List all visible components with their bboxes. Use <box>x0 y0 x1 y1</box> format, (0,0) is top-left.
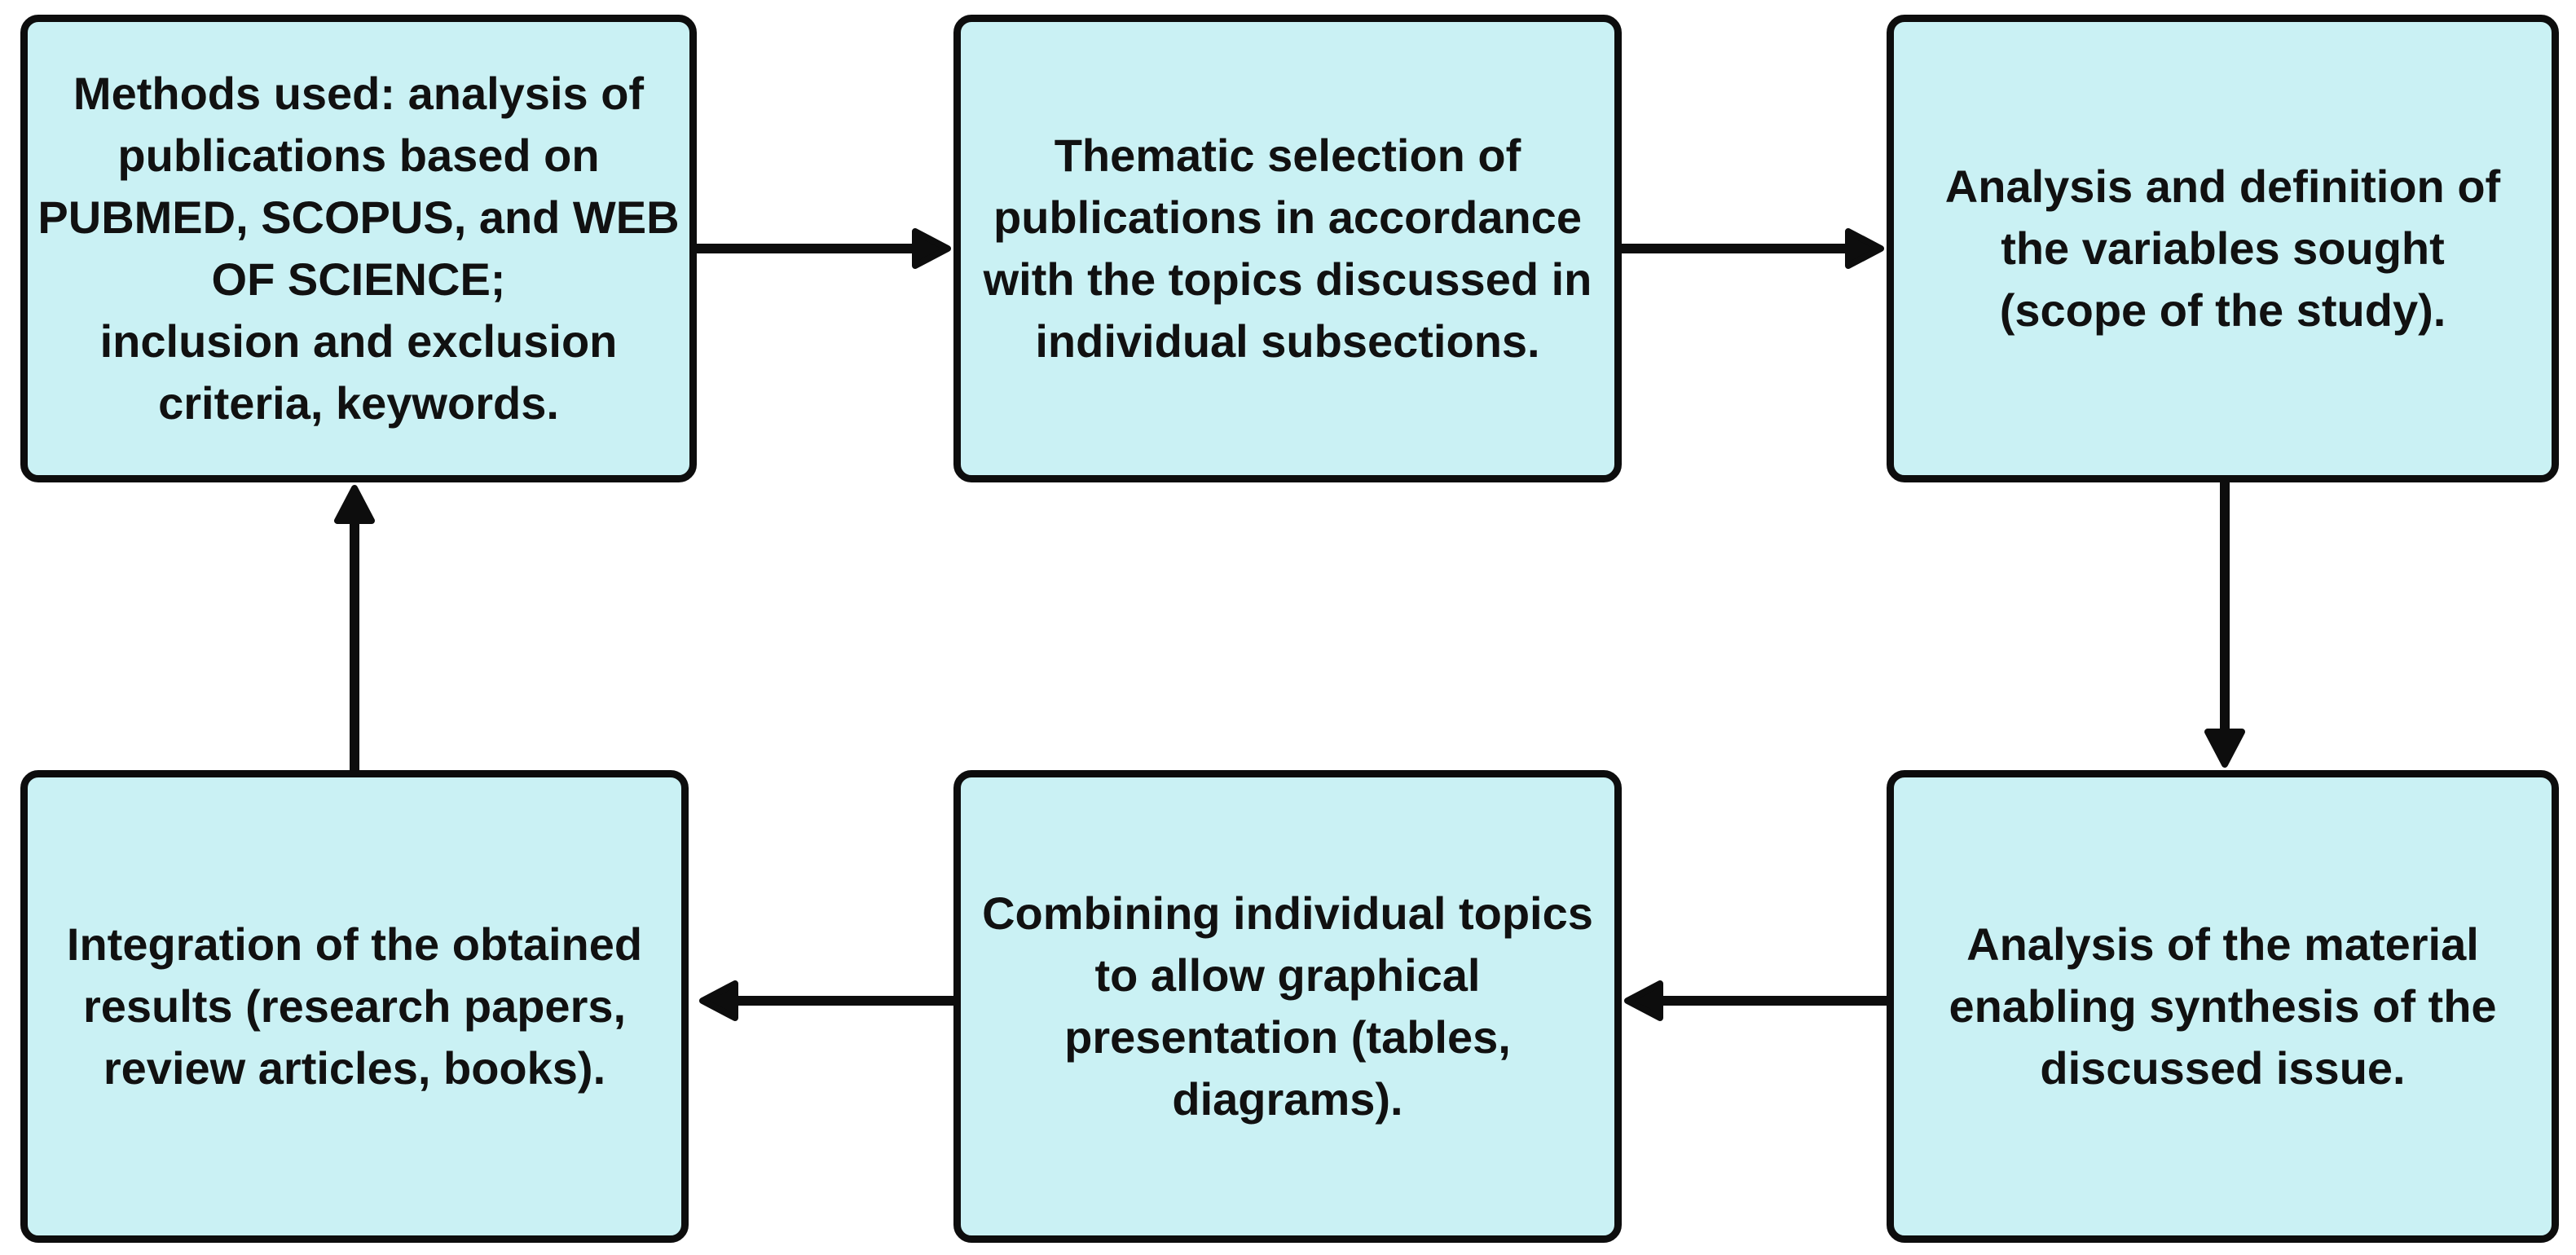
arrow-integration-to-methods-icon <box>334 485 375 770</box>
arrow-variables-to-synthesis-icon <box>2204 482 2245 768</box>
box-integration-results-text: Integration of the obtained results (res… <box>66 918 643 1094</box>
box-analysis-synthesis: Analysis of the material enabling synthe… <box>1887 770 2559 1243</box>
arrow-methods-to-thematic-icon <box>697 228 951 269</box>
box-thematic-selection-text: Thematic selection of publications in ac… <box>983 130 1592 367</box>
box-methods-text: Methods used: analysis of publications b… <box>37 68 680 429</box>
box-methods: Methods used: analysis of publications b… <box>20 15 697 482</box>
box-variables-scope-text: Analysis and definition of the variables… <box>1944 161 2501 336</box>
arrow-combining-to-integration-icon <box>699 980 953 1021</box>
arrow-thematic-to-variables-icon <box>1622 228 1884 269</box>
box-combining-topics-text: Combining individual topics to allow gra… <box>982 887 1593 1125</box>
box-analysis-synthesis-text: Analysis of the material enabling synthe… <box>1949 918 2497 1094</box>
box-combining-topics: Combining individual topics to allow gra… <box>953 770 1622 1243</box>
box-thematic-selection: Thematic selection of publications in ac… <box>953 15 1622 482</box>
box-integration-results: Integration of the obtained results (res… <box>20 770 689 1243</box>
arrow-synthesis-to-combining-icon <box>1624 980 1887 1021</box>
box-variables-scope: Analysis and definition of the variables… <box>1887 15 2559 482</box>
